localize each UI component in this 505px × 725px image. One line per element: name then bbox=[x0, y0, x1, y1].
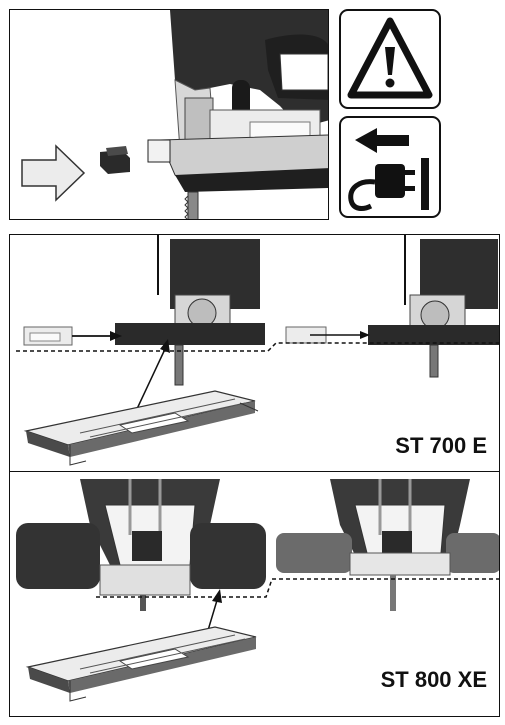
unplug-sign bbox=[339, 116, 441, 218]
model-label-st700e: ST 700 E bbox=[395, 433, 487, 458]
top-illustration-panel bbox=[9, 9, 329, 220]
base-plate-insert-illustration bbox=[16, 235, 499, 702]
section-divider bbox=[10, 471, 499, 472]
warning-triangle-icon bbox=[347, 17, 433, 99]
model-comparison-panel: ST 700 E ST 800 XE bbox=[9, 234, 500, 717]
insert-arrow-icon bbox=[21, 144, 86, 202]
warning-sign bbox=[339, 9, 441, 109]
model-label-st800xe: ST 800 XE bbox=[380, 667, 487, 692]
jigsaw-insert-illustration bbox=[21, 10, 328, 219]
unplug-power-icon bbox=[348, 128, 429, 211]
